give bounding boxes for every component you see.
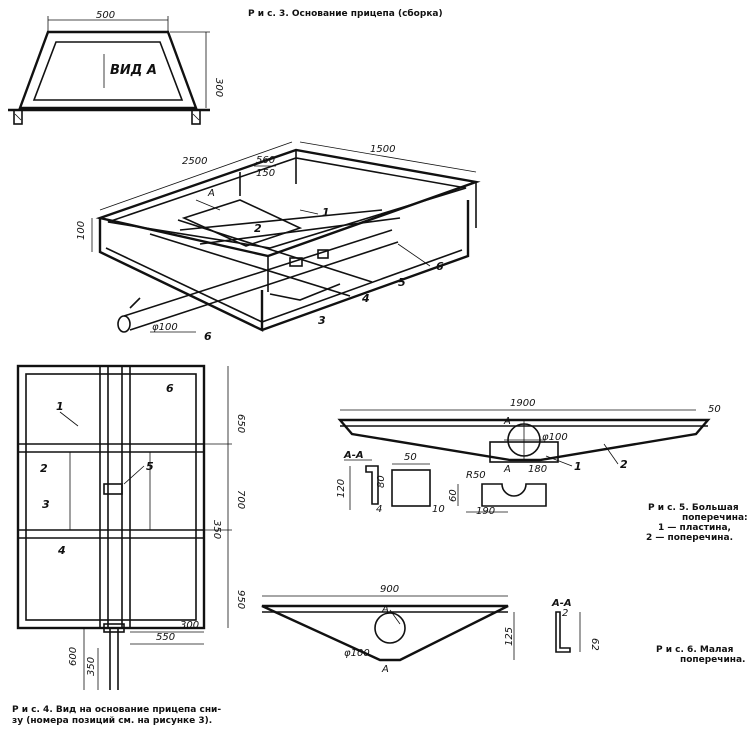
view-a-label: ВИД А <box>110 63 157 78</box>
small-a-bottom: А <box>381 664 389 675</box>
view-a-dim-300: 300 <box>213 78 224 97</box>
small-dim-dia100: φ100 <box>344 648 370 659</box>
large-pos-2: 2 <box>620 458 628 471</box>
frame-pos-6a: 6 <box>436 260 444 273</box>
large-dim-80: 80 <box>376 475 387 488</box>
large-crossbeam-drawing: 1900 50 φ100 А А 180 1 2 А-А 120 80 4 50… <box>336 398 748 543</box>
fig4-caption-line1: Р и с. 4. Вид на основание прицепа сни- <box>12 705 221 715</box>
frame-dim-150: 150 <box>256 168 275 179</box>
frame-dim-100: 100 <box>76 221 87 240</box>
bottom-pos-3: 3 <box>42 498 50 511</box>
small-crossbeam-drawing: 900 А А φ100 125 А-А 2 62 Р и с. 6. Мала… <box>261 584 745 675</box>
bottom-dim-600: 600 <box>68 647 79 666</box>
bottom-pos-1: 1 <box>56 400 64 413</box>
bottom-dim-350: 350 <box>211 520 222 539</box>
small-dim-62: 62 <box>589 638 600 651</box>
small-a-top: А <box>381 604 389 615</box>
isometric-frame-drawing: 2500 1500 560 150 100 φ100 A 1 2 3 4 5 6… <box>76 141 481 343</box>
large-dim-dia100: φ100 <box>542 432 568 443</box>
large-dim-190: 190 <box>476 506 495 517</box>
fig5-caption-line1: Р и с. 5. Большая <box>648 503 739 513</box>
bottom-dim-300: 300 <box>180 620 199 631</box>
large-pos-1: 1 <box>574 460 582 473</box>
large-dim-4: 4 <box>376 504 382 515</box>
small-dim-900: 900 <box>380 584 399 595</box>
view-a-drawing: 500 300 ВИД А <box>8 10 224 125</box>
bottom-dim-350b: 350 <box>86 657 97 676</box>
fig3-caption: Р и с. 3. Основание прицепа (сборка) <box>248 8 443 19</box>
small-dim-2: 2 <box>562 608 568 619</box>
fig5-caption-line3: 1 — пластина, <box>658 523 731 533</box>
frame-pos-4: 4 <box>361 292 370 305</box>
small-dim-125: 125 <box>504 627 515 646</box>
frame-dim-2500: 2500 <box>182 156 207 167</box>
fig6-caption-line1: Р и с. 6. Малая <box>656 645 734 655</box>
fig5-caption-line2: поперечина: <box>682 513 748 523</box>
large-dim-1900: 1900 <box>510 398 535 409</box>
large-dim-60: 60 <box>448 489 459 502</box>
frame-pos-5: 5 <box>398 276 406 289</box>
fig4-caption-line2: зу (номера позиций см. на рисунке 3). <box>12 716 212 726</box>
frame-pos-2: 2 <box>254 222 262 235</box>
bottom-pos-2: 2 <box>40 462 48 475</box>
frame-pos-6b: 6 <box>204 330 212 343</box>
bottom-pos-6: 6 <box>166 382 174 395</box>
frame-pos-1: 1 <box>322 206 330 219</box>
large-dim-120: 120 <box>336 479 347 498</box>
large-a-top: А <box>503 416 511 427</box>
fig5-caption-line4: 2 — поперечина. <box>646 533 733 543</box>
bottom-dim-700: 700 <box>235 490 246 509</box>
large-section-label: А-А <box>343 450 364 461</box>
frame-dim-1500: 1500 <box>370 144 395 155</box>
small-section-label: А-А <box>551 598 572 609</box>
frame-dim-560: 560 <box>256 155 275 166</box>
bottom-dim-950: 950 <box>235 590 246 609</box>
large-dim-50: 50 <box>708 404 721 415</box>
fig6-caption-line2: поперечина. <box>680 655 745 665</box>
bottom-pos-5: 5 <box>146 460 154 473</box>
frame-view-arrow-label: A <box>207 188 215 199</box>
large-dim-50b: 50 <box>404 452 417 463</box>
bottom-pos-4: 4 <box>57 544 66 557</box>
bottom-dim-550: 550 <box>156 632 175 643</box>
frame-pos-3: 3 <box>318 314 326 327</box>
view-a-dim-500: 500 <box>96 10 115 21</box>
bottom-dim-650: 650 <box>235 414 246 433</box>
large-dim-10: 10 <box>432 504 445 515</box>
large-a-bottom: А <box>503 464 511 475</box>
large-dim-180: 180 <box>528 464 547 475</box>
large-dim-r50: R50 <box>466 470 486 481</box>
bottom-view-drawing: 650 700 350 950 300 550 600 350 1 2 3 4 … <box>12 364 246 726</box>
frame-dim-dia100: φ100 <box>152 322 178 333</box>
